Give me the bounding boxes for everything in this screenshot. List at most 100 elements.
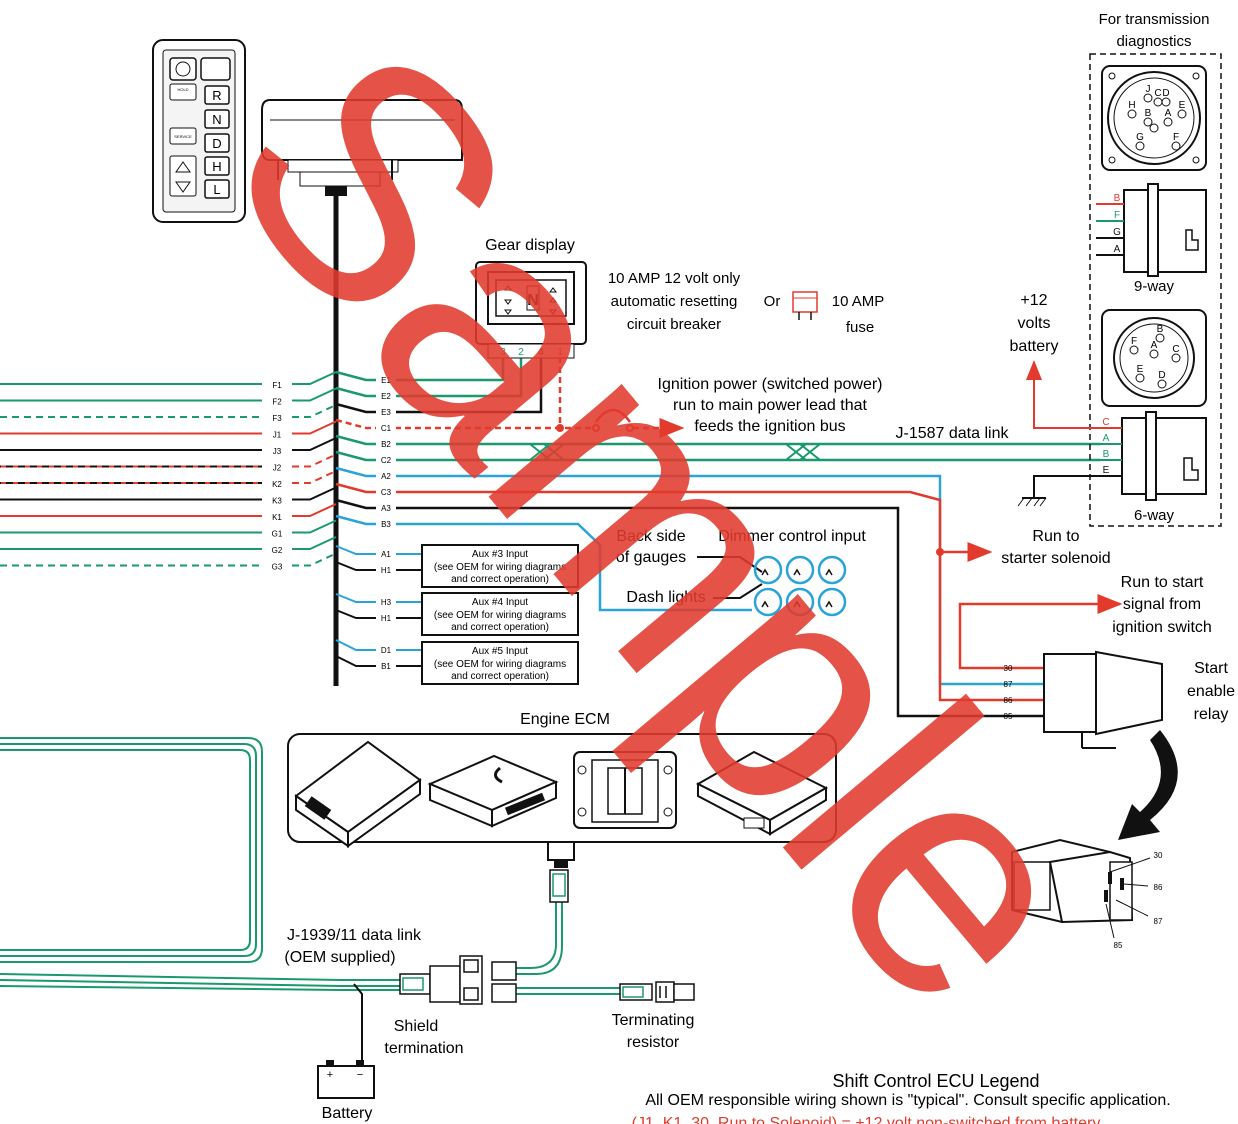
nine-way-pin-j: J	[1146, 84, 1151, 95]
aux3-sub1: (see OEM for wiring diagrams	[434, 562, 566, 573]
j1939-cable	[0, 737, 620, 995]
harness-label-c2: C2	[381, 456, 392, 465]
nine-way-pin-g: G	[1136, 132, 1144, 143]
breaker-line2: automatic resetting	[611, 293, 738, 310]
relay-detail-86: 86	[1154, 883, 1163, 892]
gear-pin-2: 2	[518, 347, 524, 358]
six-way-side-b: B	[1103, 449, 1110, 460]
starter-junction	[936, 548, 944, 556]
ignition-line2: run to main power lead that	[673, 397, 867, 414]
fuse-line1: 10 AMP	[832, 293, 885, 310]
left-wire-label: K3	[272, 497, 282, 506]
start-enable-relay	[1043, 650, 1163, 749]
six-way-side-c: C	[1102, 417, 1109, 428]
aux3-sub2: and correct operation)	[451, 574, 549, 585]
nine-way-pin-e: E	[1179, 100, 1186, 111]
fuse-line2: fuse	[846, 319, 874, 336]
nine-way-pin-a: A	[1165, 108, 1172, 119]
j1939-line1: J-1939/11 data link	[287, 927, 422, 944]
ignition-line3: feeds the ignition bus	[694, 418, 845, 435]
gear-pin-4: 4	[538, 347, 544, 358]
starter-line1: Run to	[1032, 528, 1079, 545]
startsig-line1: Run to start	[1121, 574, 1204, 591]
ecm-connector	[547, 841, 575, 861]
harness-label-e1: E1	[381, 376, 391, 385]
nine-way-connector	[1101, 65, 1207, 171]
gear-display: N 3 2 4 1	[475, 261, 587, 359]
battery-label: Battery	[322, 1105, 373, 1122]
left-wire-label: G1	[272, 530, 283, 539]
battery-icon	[317, 1060, 375, 1099]
six-way-pin-f: F	[1131, 336, 1137, 347]
six-way-pin-e: E	[1137, 364, 1144, 375]
ignition-breaker-symbol	[556, 408, 685, 438]
starter-line2: starter solenoid	[1001, 550, 1110, 567]
relay-detail-30: 30	[1154, 851, 1163, 860]
diag-title1: For transmission	[1099, 11, 1210, 28]
aux4-sub2: and correct operation)	[451, 622, 549, 633]
button-d[interactable]: D	[212, 136, 221, 151]
relay-detail-87: 87	[1154, 917, 1163, 926]
harness-label-h3: H3	[381, 598, 392, 607]
button-r[interactable]: R	[212, 88, 221, 103]
aux5-title: Aux #5 Input	[472, 646, 528, 657]
legend-title: Shift Control ECU Legend	[832, 1071, 1039, 1091]
resistor-line2: resistor	[627, 1034, 680, 1051]
six-way-plug	[1121, 411, 1207, 501]
harness-label-a2: A2	[381, 472, 391, 481]
button-n[interactable]: N	[212, 112, 221, 127]
harness-label-a3: A3	[381, 504, 391, 513]
harness-label-h1: H1	[381, 566, 392, 575]
legend-line1: All OEM responsible wiring shown is "typ…	[645, 1092, 1170, 1109]
harness-label-a1: A1	[381, 550, 391, 559]
shield-wire	[353, 983, 363, 1068]
six-way-wiring	[1017, 360, 1100, 507]
harness-label-b1: B1	[381, 662, 391, 671]
j1939-line2: (OEM supplied)	[284, 949, 395, 966]
nine-way-pin-b: B	[1145, 108, 1152, 119]
left-wire-label: K2	[272, 480, 282, 489]
dash-lights-label: Dash lights	[626, 589, 705, 606]
startsig-line2: signal from	[1123, 596, 1201, 613]
twist-markers	[529, 443, 821, 461]
aux5-sub1: (see OEM for wiring diagrams	[434, 659, 566, 670]
aux5-sub2: and correct operation)	[451, 671, 549, 682]
gear-buttons: R N D H L	[204, 85, 230, 199]
relay-detail	[1011, 838, 1151, 939]
relay-pin-85: 85	[1004, 712, 1013, 721]
left-wire-label: F2	[272, 398, 282, 407]
service-text: SERVICE	[174, 134, 192, 139]
startsig-line3: ignition switch	[1112, 619, 1212, 636]
left-wire-label: J1	[273, 431, 282, 440]
harness-label-c3: C3	[381, 488, 392, 497]
left-wire-label: K1	[272, 513, 282, 522]
button-l[interactable]: L	[213, 182, 220, 197]
back-side-line2: of gauges	[616, 549, 686, 566]
dimmer-title: Dimmer control input	[718, 528, 866, 545]
breaker-line3: circuit breaker	[627, 316, 721, 333]
fuse-icon	[792, 291, 818, 320]
six-way-pin-d: D	[1158, 370, 1165, 381]
nine-way-pin-h: H	[1128, 100, 1135, 111]
harness-label-e2: E2	[381, 392, 391, 401]
six-way-pin-c: C	[1172, 344, 1179, 355]
nine-way-side-a: A	[1114, 244, 1121, 255]
nine-way-label: 9-way	[1134, 278, 1175, 295]
left-wire-label: F3	[272, 414, 282, 423]
shift-ecu	[261, 99, 463, 196]
button-h[interactable]: H	[212, 159, 221, 174]
relay-line1: Start	[1194, 660, 1228, 677]
battery12-line2: volts	[1018, 315, 1051, 332]
relay-pin-86: 86	[1004, 696, 1013, 705]
six-way-label: 6-way	[1134, 507, 1175, 524]
ignition-line1: Ignition power (switched power)	[658, 376, 883, 393]
aux-4-box: Aux #4 Input (see OEM for wiring diagram…	[421, 592, 579, 636]
harness-label-b3: B3	[381, 520, 391, 529]
left-wire-label: J2	[273, 464, 282, 473]
diag-dashed-box	[1089, 53, 1222, 527]
shift-control-keypad: HOLD SERVICE R N D H L	[152, 39, 246, 223]
six-way-pin-a: A	[1151, 340, 1158, 351]
